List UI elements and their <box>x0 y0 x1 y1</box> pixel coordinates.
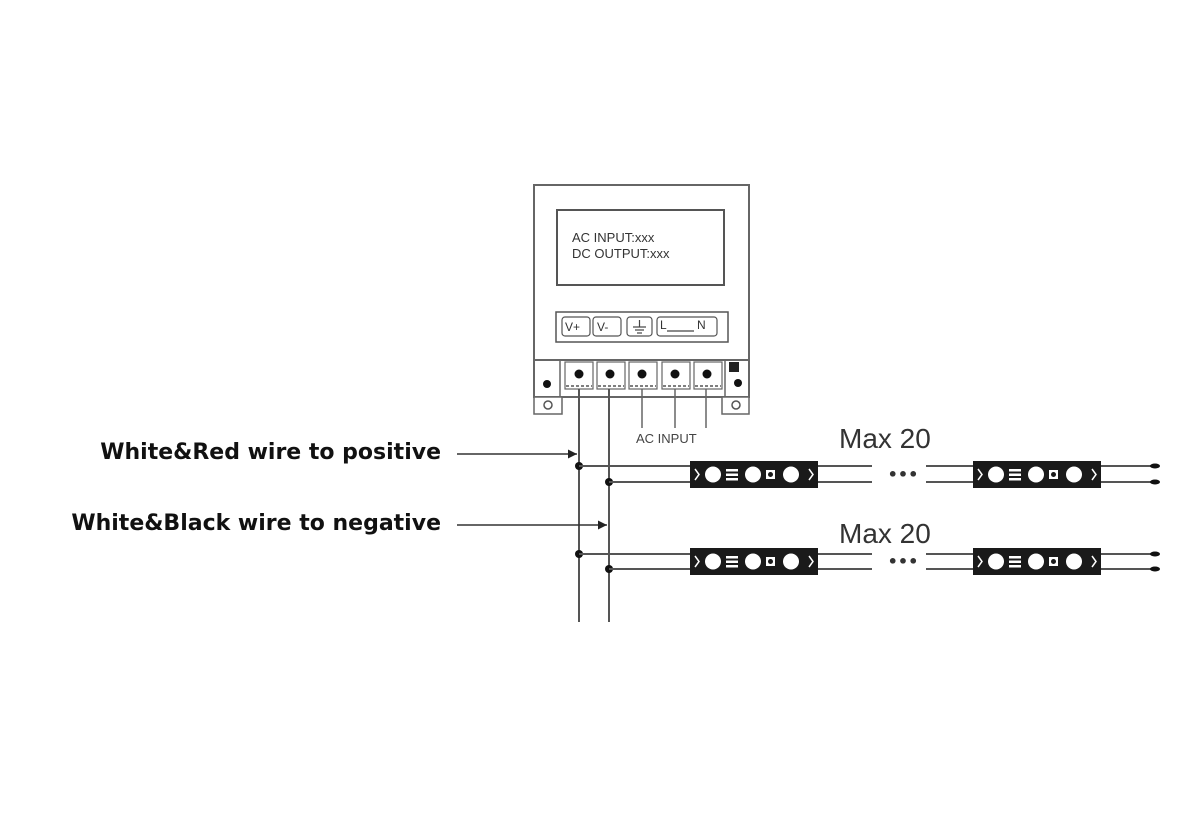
led-row-1: ••• Max 20 <box>575 423 1160 488</box>
positive-wire-annotation: White&Red wire to positive <box>100 440 441 465</box>
led-module <box>690 461 818 488</box>
screw-terminal-v-minus <box>596 361 626 390</box>
terminal-label-v-minus-box <box>592 316 622 337</box>
screw-terminal-l <box>661 361 691 390</box>
terminal-label-v-plus-box <box>561 316 591 337</box>
wire-end-negative <box>1150 479 1160 485</box>
indicator-led <box>729 362 739 372</box>
terminal-label-v-plus: V+ <box>565 320 580 334</box>
mount-ear-right <box>721 396 750 415</box>
wire-end-negative <box>1150 566 1160 572</box>
ellipsis: ••• <box>888 552 919 571</box>
screw-terminal-ground <box>628 361 658 390</box>
led-row-2: ••• Max 20 <box>575 518 1160 575</box>
ac-input-label: AC INPUT <box>636 431 697 446</box>
mount-hole-right <box>731 400 741 410</box>
led-module <box>690 548 818 575</box>
wire-end-positive <box>1150 463 1160 469</box>
ac-input-leads <box>641 389 707 428</box>
ground-icon <box>633 320 646 334</box>
max-count-label: Max 20 <box>839 518 931 549</box>
terminal-label-l: L <box>660 318 667 332</box>
screw-terminal-v-plus <box>564 361 594 390</box>
spec-dc-output: DC OUTPUT:xxx <box>572 246 670 261</box>
screw-terminal-n <box>693 361 723 390</box>
mount-hole-left <box>543 400 553 410</box>
wire-end-positive <box>1150 551 1160 557</box>
led-module <box>973 548 1101 575</box>
spec-label-panel <box>556 209 725 286</box>
side-screw-right <box>734 379 742 387</box>
led-module <box>973 461 1101 488</box>
ellipsis: ••• <box>888 465 919 484</box>
max-count-label: Max 20 <box>839 423 931 454</box>
terminal-label-v-minus: V- <box>597 320 608 334</box>
negative-wire-annotation: White&Black wire to negative <box>71 511 441 536</box>
side-screw-left <box>543 380 551 388</box>
power-supply: AC INPUT:xxx DC OUTPUT:xxx V+ V- L N <box>533 184 750 415</box>
spec-ac-input: AC INPUT:xxx <box>572 230 655 245</box>
mount-ear-left <box>533 396 563 415</box>
terminal-label-n: N <box>697 318 706 332</box>
